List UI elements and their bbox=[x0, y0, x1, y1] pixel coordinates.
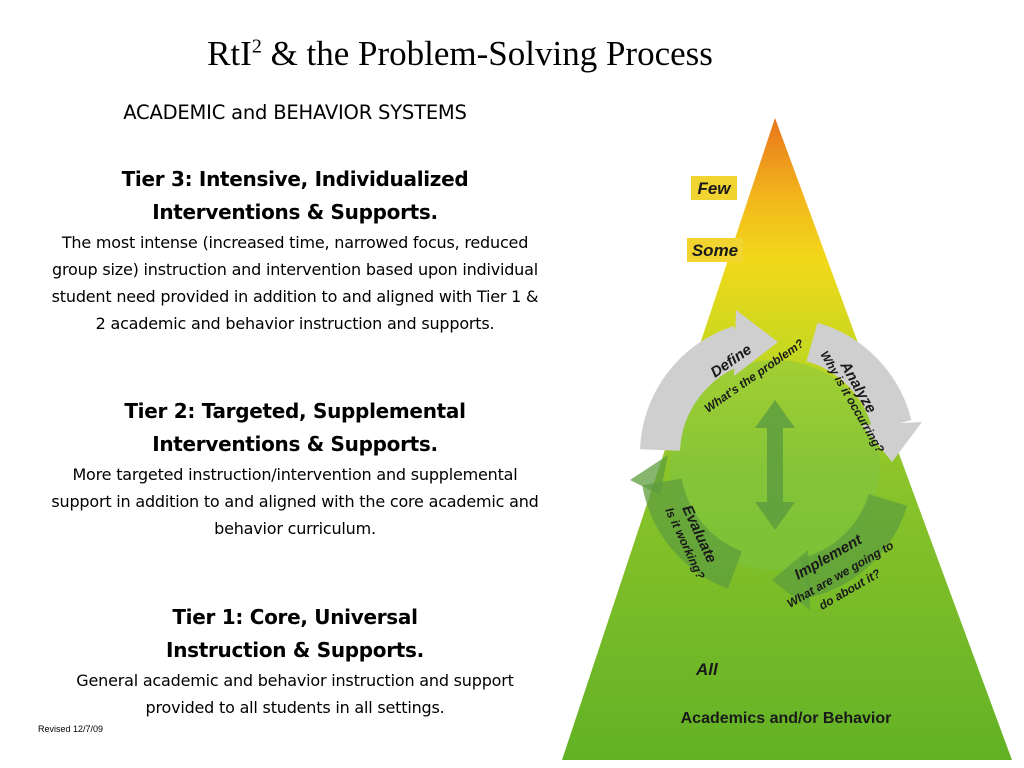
revised-note: Revised 12/7/09 bbox=[38, 724, 104, 734]
tier-1-body: General academic and behavior instructio… bbox=[76, 671, 514, 717]
title-rest: & the Problem-Solving Process bbox=[261, 34, 713, 73]
some-label: Some bbox=[692, 241, 738, 260]
analyze-arrowhead-icon bbox=[862, 422, 922, 462]
implement-arrow bbox=[799, 493, 908, 598]
tier-2-body: More targeted instruction/intervention a… bbox=[51, 465, 539, 538]
subtitle: ACADEMIC and BEHAVIOR SYSTEMS bbox=[123, 101, 467, 124]
tier-3-body: The most intense (increased time, narrow… bbox=[51, 233, 539, 333]
some-label-bg bbox=[687, 238, 743, 262]
tier-3-heading-line2: Interventions & Supports. bbox=[152, 200, 438, 224]
title-main: RtI bbox=[207, 34, 252, 73]
rti-pyramid-diagram: Few Some Define What's the problem? Anal… bbox=[562, 118, 1012, 760]
title-superscript: 2 bbox=[251, 35, 262, 58]
tier-2-heading-line1: Tier 2: Targeted, Supplemental bbox=[124, 399, 466, 423]
tier-2-heading-line2: Interventions & Supports. bbox=[152, 432, 438, 456]
evaluate-arrowhead-icon bbox=[630, 455, 668, 495]
page-title: RtI2 & the Problem-Solving Process bbox=[0, 34, 920, 74]
tier-1-heading-line1: Tier 1: Core, Universal bbox=[172, 605, 418, 629]
implement-arrowhead-icon bbox=[772, 550, 810, 610]
evaluate-arrow bbox=[642, 477, 743, 589]
define-arrow bbox=[640, 325, 747, 452]
pyramid-shape bbox=[562, 118, 1012, 760]
base-label: Academics and/or Behavior bbox=[681, 710, 892, 727]
all-label: All bbox=[695, 660, 719, 679]
few-label: Few bbox=[697, 179, 732, 198]
tier-3-heading-line1: Tier 3: Intensive, Individualized bbox=[121, 167, 469, 191]
analyze-arrow bbox=[805, 322, 912, 431]
double-arrow-icon bbox=[755, 400, 795, 530]
define-arrowhead-icon bbox=[734, 310, 778, 376]
tier-1-heading-line2: Instruction & Supports. bbox=[166, 638, 424, 662]
few-label-bg bbox=[691, 176, 737, 200]
